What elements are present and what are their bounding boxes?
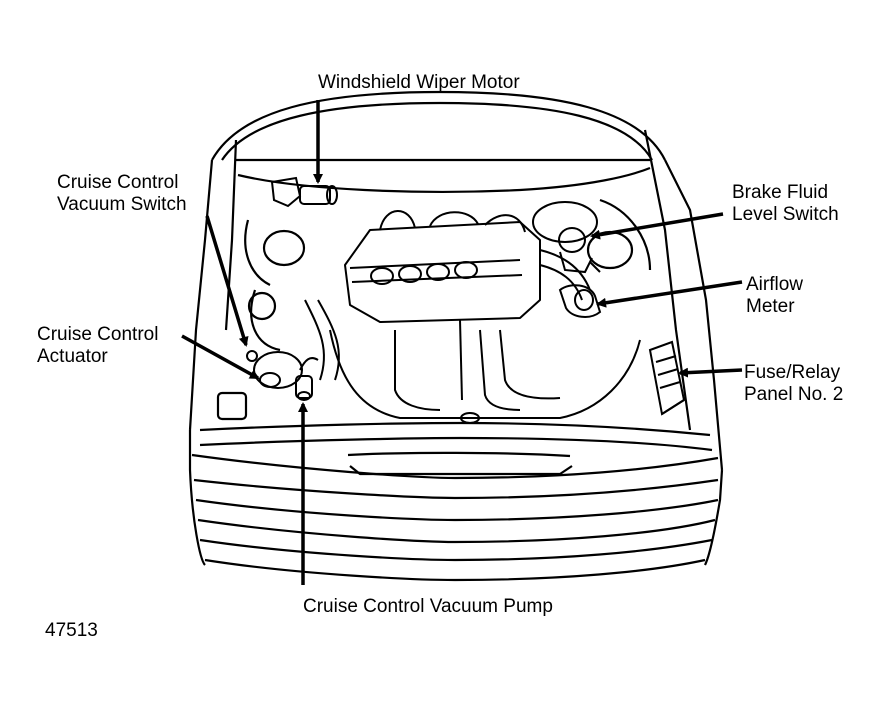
arrow-fuse-relay-panel [678, 367, 743, 378]
callout-arrows [181, 100, 743, 585]
fuse-relay-panel-drawing [648, 340, 686, 416]
label-brake-fluid-switch-line1: Brake Fluid [732, 182, 829, 203]
label-cruise-actuator: Cruise Control Actuator [37, 324, 158, 368]
cruise-control-actuator-drawing [246, 350, 319, 389]
label-airflow-meter-line2: Meter [746, 296, 795, 317]
label-fuse-relay-panel: Fuse/Relay Panel No. 2 [744, 362, 843, 406]
figure-id: 47513 [45, 620, 98, 641]
label-cruise-vacuum-switch-line2: Vacuum Switch [57, 194, 187, 215]
car-body-outline [188, 90, 724, 582]
label-cruise-actuator-line2: Actuator [37, 346, 108, 367]
label-cruise-actuator-line1: Cruise Control [37, 324, 159, 345]
airflow-meter-drawing [558, 284, 602, 318]
windshield-wiper-motor-drawing [270, 176, 338, 208]
engine-block [304, 210, 641, 424]
label-fuse-relay-panel-line1: Fuse/Relay [744, 362, 841, 383]
brake-fluid-reservoir-drawing [532, 201, 601, 274]
label-airflow-meter-line1: Airflow [746, 274, 804, 295]
label-fuse-relay-panel-line2: Panel No. 2 [744, 384, 844, 405]
arrow-cruise-actuator [181, 334, 260, 380]
label-brake-fluid-switch: Brake Fluid Level Switch [732, 182, 839, 226]
label-cruise-vacuum-switch-line1: Cruise Control [57, 172, 179, 193]
label-cruise-vacuum-pump: Cruise Control Vacuum Pump [303, 596, 553, 617]
arrow-brake-fluid-switch [590, 212, 724, 240]
label-airflow-meter: Airflow Meter [746, 274, 803, 318]
cruise-control-vacuum-pump-drawing [295, 375, 313, 401]
label-brake-fluid-switch-line2: Level Switch [732, 204, 839, 225]
label-windshield-wiper-motor: Windshield Wiper Motor [318, 72, 520, 93]
arrow-cruise-vacuum-switch [205, 215, 249, 347]
label-cruise-vacuum-switch: Cruise Control Vacuum Switch [57, 172, 187, 216]
arrow-airflow-meter [596, 280, 743, 308]
